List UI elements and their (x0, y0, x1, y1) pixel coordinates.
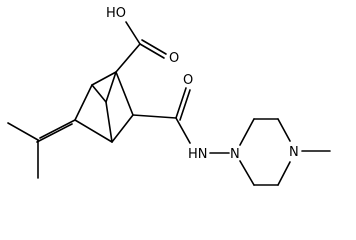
bond (105, 71, 117, 103)
bond (74, 84, 93, 121)
amide-oxygen-label: O (183, 73, 193, 88)
bond (36, 123, 73, 143)
bond (91, 71, 117, 86)
carboxylic-acid-group (115, 21, 167, 73)
bond (239, 118, 255, 146)
bond (277, 161, 291, 186)
bond (139, 43, 165, 59)
bond (115, 71, 134, 116)
bond (175, 117, 191, 144)
piperazine-ring (239, 118, 331, 186)
bond (132, 114, 177, 119)
bond (91, 84, 107, 103)
amide-group (132, 87, 230, 154)
bond (179, 89, 191, 121)
bond (125, 21, 141, 45)
bond (115, 43, 141, 73)
piperazine-n4-label: N (289, 145, 299, 160)
bond (277, 118, 291, 142)
chemical-structure-diagram: HO O O HN N N (7, 6, 331, 186)
amide-nh-label: HN (188, 147, 208, 162)
piperazine-n1-label: N (230, 147, 240, 162)
bond (105, 101, 113, 143)
bond (141, 39, 167, 55)
carbonyl-oxygen-label: O (169, 51, 179, 66)
bond (74, 119, 113, 143)
bond (7, 122, 39, 141)
bond (111, 114, 134, 143)
bond (175, 87, 187, 119)
molecule-drawing: HO O O HN N N (7, 6, 331, 186)
isopropylidene-group (7, 119, 76, 179)
bond (239, 160, 255, 186)
bicyclic-core (74, 71, 134, 143)
hydroxyl-label: HO (106, 6, 126, 21)
bond (39, 119, 76, 139)
